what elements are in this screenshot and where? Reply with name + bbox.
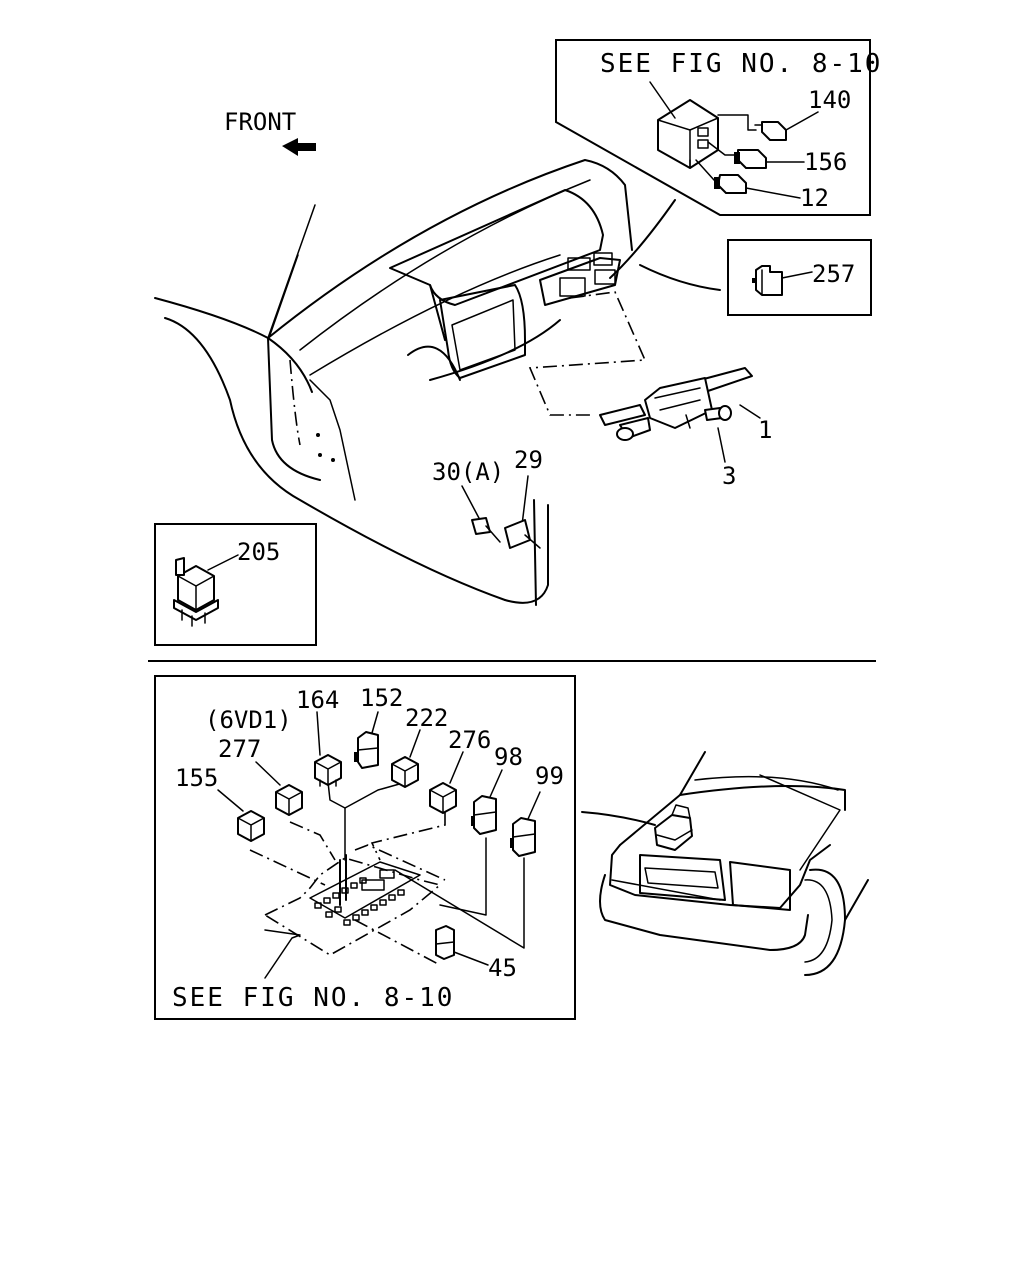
front-label: FRONT <box>224 108 296 136</box>
relay-98: 98 <box>471 743 523 835</box>
relay-164: 164 <box>296 686 342 787</box>
combination-switch: 1 3 <box>599 367 772 490</box>
see-fig-bottom-label: SEE FIG NO. 8-10 <box>172 983 454 1013</box>
inset-box-257: 257 <box>727 239 872 316</box>
part-98-label: 98 <box>494 743 523 771</box>
part-164-label: 164 <box>296 686 339 714</box>
part-276-label: 276 <box>448 726 491 754</box>
relay-99: 99 <box>510 762 564 857</box>
inset-box-relays: SEE FIG NO. 8-10 (6VD1) <box>154 675 576 1020</box>
part-1-label: 1 <box>758 416 772 444</box>
engine-note-label: (6VD1) <box>205 706 292 734</box>
part-257-label: 257 <box>812 260 855 288</box>
part-99-label: 99 <box>535 762 564 790</box>
front-arrow-group: FRONT <box>224 108 316 156</box>
see-fig-top-label: SEE FIG NO. 8-10 <box>600 49 882 79</box>
part-30a-label: 30(A) <box>432 458 504 486</box>
inset-box-205: 205 <box>154 523 317 646</box>
relay-277: 277 <box>218 735 303 816</box>
part-152-label: 152 <box>360 684 403 712</box>
part-277-label: 277 <box>218 735 261 763</box>
part-12-label: 12 <box>800 184 829 212</box>
relay-222: 222 <box>391 704 448 788</box>
bolt-and-bracket: 30(A) 29 <box>432 446 543 549</box>
part-155-label: 155 <box>175 764 218 792</box>
relay-152: 152 <box>354 684 403 769</box>
relay-block-sockets <box>314 869 405 926</box>
truck-front-drawing <box>581 751 869 976</box>
relay-276: 276 <box>429 726 491 814</box>
part-156-label: 156 <box>804 148 847 176</box>
part-140-label: 140 <box>808 86 851 114</box>
part-45-label: 45 <box>488 954 517 982</box>
part-205-label: 205 <box>237 538 280 566</box>
relay-155: 155 <box>175 764 265 842</box>
front-arrow-icon <box>282 138 316 156</box>
part-3-label: 3 <box>722 462 736 490</box>
part-222-label: 222 <box>405 704 448 732</box>
part-29-label: 29 <box>514 446 543 474</box>
inset-box-top-right: SEE FIG NO. 8-10 140 156 12 <box>555 39 882 216</box>
dashboard-drawing <box>154 159 721 606</box>
fuse-45: 45 <box>435 925 517 982</box>
